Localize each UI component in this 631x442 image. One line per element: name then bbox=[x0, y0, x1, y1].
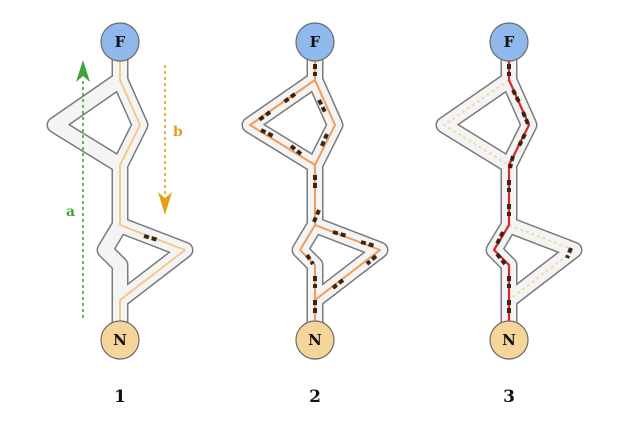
arrow-b: b bbox=[158, 65, 183, 215]
svg-text:N: N bbox=[502, 331, 516, 349]
svg-text:N: N bbox=[308, 331, 322, 349]
arrow-b-label: b bbox=[173, 124, 183, 140]
arrow-a: a bbox=[66, 60, 90, 318]
svg-text:N: N bbox=[113, 331, 127, 349]
panel-1: a b F N 1 bbox=[55, 22, 186, 407]
food-node: F bbox=[295, 22, 335, 62]
pheromone-trail bbox=[119, 42, 186, 340]
nest-node: N bbox=[295, 320, 335, 360]
food-node: F bbox=[489, 22, 529, 62]
svg-text:F: F bbox=[310, 33, 321, 51]
arrow-a-head-icon bbox=[76, 60, 90, 82]
panel-2: F N 2 bbox=[250, 22, 380, 407]
panel-number: 3 bbox=[503, 387, 515, 407]
ants bbox=[143, 234, 159, 242]
panel-3: F N 3 bbox=[444, 22, 574, 407]
panel-number: 2 bbox=[309, 387, 321, 407]
svg-text:F: F bbox=[115, 33, 126, 51]
arrow-b-head-icon bbox=[158, 192, 172, 215]
panel-number: 1 bbox=[114, 387, 126, 407]
svg-text:F: F bbox=[504, 33, 515, 51]
ants bbox=[495, 64, 573, 314]
ants bbox=[257, 64, 378, 314]
nest-node: N bbox=[489, 320, 529, 360]
nest-node: N bbox=[100, 320, 140, 360]
arrow-a-label: a bbox=[66, 204, 75, 220]
food-node: F bbox=[100, 22, 140, 62]
pheromone-trail-strong bbox=[492, 42, 531, 340]
